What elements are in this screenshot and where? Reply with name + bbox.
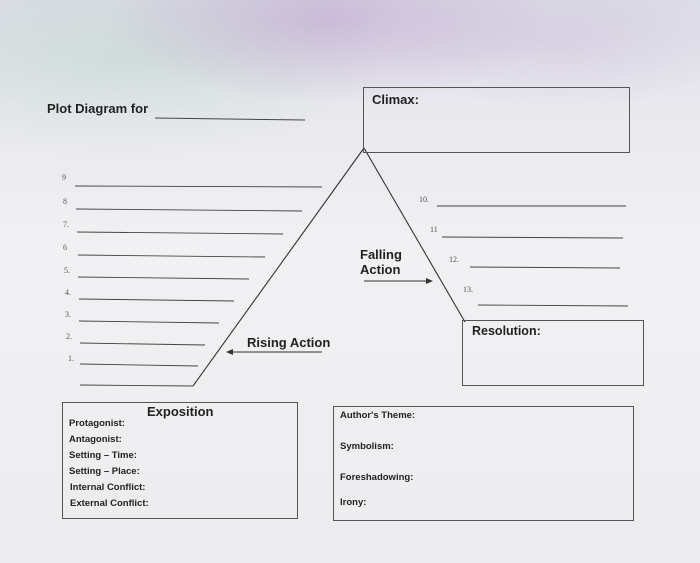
antagonist-label: Antagonist: — [69, 434, 122, 445]
number-label: 9 — [62, 173, 66, 182]
author-theme-box: Author's Theme: Symbolism: Foreshadowing… — [333, 406, 634, 521]
rising-action-label: Rising Action — [247, 335, 331, 350]
exposition-box: Exposition Protagonist: Antagonist: Sett… — [62, 402, 298, 519]
external-conflict-label: External Conflict: — [70, 498, 149, 509]
setting-time-label: Setting – Time: — [69, 450, 137, 461]
number-label: 5. — [64, 266, 70, 275]
number-label: 6 — [63, 243, 67, 252]
number-label: 11 — [430, 225, 438, 234]
climax-box: Climax: — [363, 87, 630, 153]
falling-action-label: Falling Action — [360, 247, 402, 277]
protagonist-label: Protagonist: — [69, 418, 125, 429]
number-label: 10. — [419, 195, 429, 204]
resolution-label: Resolution: — [472, 324, 541, 338]
climax-label: Climax: — [372, 92, 419, 107]
number-label: 3. — [65, 310, 71, 319]
number-label: 13. — [463, 285, 473, 294]
resolution-box: Resolution: — [462, 320, 644, 386]
internal-conflict-label: Internal Conflict: — [70, 482, 146, 493]
setting-place-label: Setting – Place: — [69, 466, 140, 477]
author-theme-label: Author's Theme: — [340, 410, 416, 421]
falling-line — [363, 147, 466, 323]
title-underline — [154, 117, 306, 121]
irony-label: Irony: — [340, 497, 367, 508]
page-title: Plot Diagram for — [47, 101, 149, 116]
number-label: 8 — [63, 197, 67, 206]
number-label: 12. — [449, 255, 459, 264]
rising-line — [192, 147, 365, 387]
foreshadowing-label: Foreshadowing: — [340, 472, 414, 483]
number-label: 1. — [68, 354, 74, 363]
symbolism-label: Symbolism: — [340, 441, 394, 452]
number-label: 4. — [65, 288, 71, 297]
number-label: 7. — [63, 220, 69, 229]
exposition-heading: Exposition — [147, 404, 214, 419]
number-label: 2. — [66, 332, 72, 341]
